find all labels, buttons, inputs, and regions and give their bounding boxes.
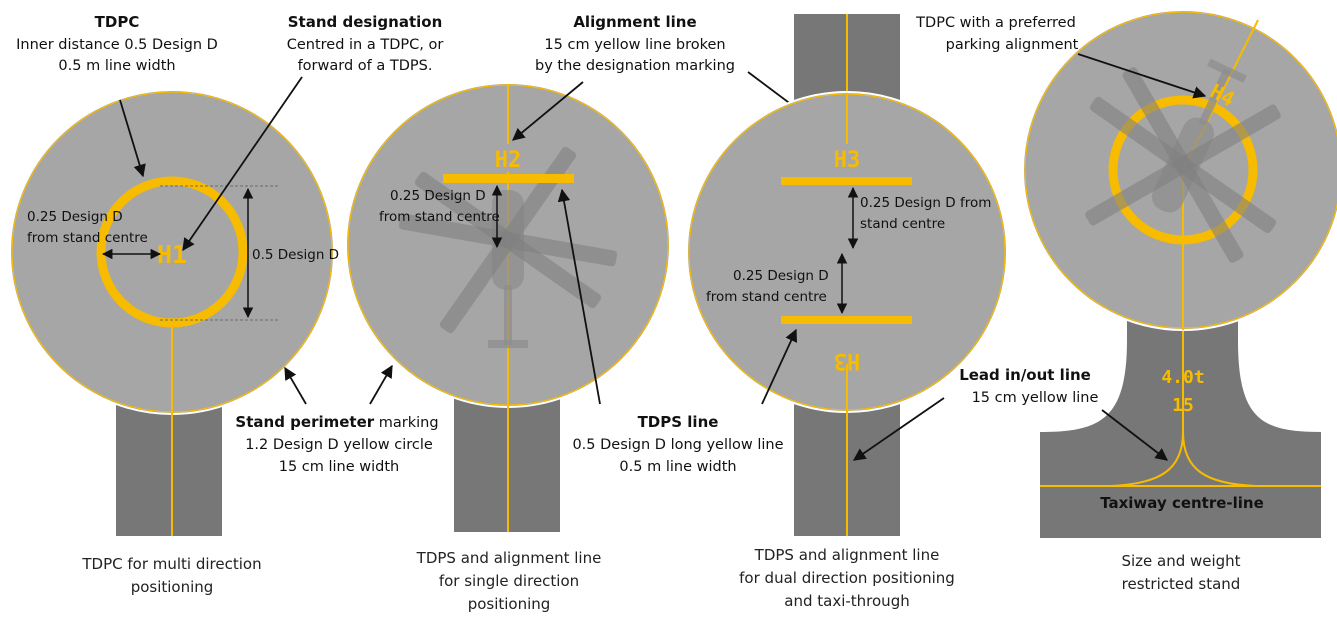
stand-designation-h3: H3 [834,148,861,173]
panel-tdpc-multi-direction: H1 0.25 Design D from stand centre 0.5 D… [9,89,339,536]
caption-3-line1: TDPS and alignment line [754,546,940,564]
panel-size-weight-restricted: H4 4.0t 15 Taxiway centre-line [1022,9,1337,538]
stand-perimeter-line1: 1.2 Design D yellow circle [245,437,433,453]
perimeter-pointer-arrow-right [369,364,393,405]
dim-label-1c: 0.5 Design D [252,247,339,263]
lead-pointer-arrow-right [1101,409,1168,461]
tdps-line-3-top [781,177,912,185]
dim-label-2b: from stand centre [379,209,500,225]
caption-3-line3: and taxi-through [784,592,909,610]
dim-label-1a: 0.25 Design D [27,209,123,225]
caption-1-line1: TDPC for multi direction [81,555,261,573]
alignment-pointer-arrow-left [512,81,584,141]
tdpc-preferred-line1: TDPC with a preferred [915,15,1076,31]
dim-label-2a: 0.25 Design D [390,188,486,204]
lead-curve-right-4 [1182,431,1257,487]
tdps-line-2 [443,174,574,183]
lead-curve-left-4 [1109,431,1184,487]
tdpc-circle-4 [1108,95,1258,245]
tdpc-pointer-arrow [119,99,146,178]
caption-2-line3: positioning [468,595,551,613]
dim-label-3c: 0.25 Design D [733,268,829,284]
stand-designation-pointer-arrow [182,76,303,252]
tdps-pointer-arrow-right [761,328,797,405]
panel-tdps-single-direction: H2 0.25 Design D from stand centre [345,82,671,532]
tdpc-title: TDPC [95,13,140,31]
stand-perimeter-line2: 15 cm line width [279,459,400,475]
caption-4-line1: Size and weight [1121,552,1240,570]
lead-title: Lead in/out line [959,366,1091,384]
dim-label-3a: 0.25 Design D from [860,195,991,211]
tdpc-preferred-line2: parking alignment [946,37,1079,53]
stand-perimeter-label: Stand perimeter marking [235,413,438,431]
stand-designation-h1: H1 [157,240,187,269]
tdps-pointer-arrow-left [557,188,601,405]
tdpc-line2: 0.5 m line width [58,58,175,74]
tdps-line1: 0.5 Design D long yellow line [572,437,783,453]
alignment-line1: 15 cm yellow line broken [544,37,725,53]
taxiway-apron-4 [1040,300,1321,538]
stand-designation-line1: Centred in a TDPC, or [287,37,444,53]
size-limit-marking: 15 [1172,395,1194,416]
caption-3-line2: for dual direction positioning [739,569,955,587]
stand-designation-h2: H2 [495,148,522,173]
tdpc-line1: Inner distance 0.5 Design D [16,37,218,53]
dim-label-1b: from stand centre [27,230,148,246]
tdps-title: TDPS line [638,413,719,431]
caption-4-line2: restricted stand [1122,575,1241,593]
panel-tdps-dual-direction: H3 H3 0.25 Design D from stand centre 0.… [686,14,1008,536]
lead-pointer-arrow-left [852,397,945,461]
caption-2-line1: TDPS and alignment line [416,549,602,567]
lead-line1: 15 cm yellow line [972,390,1099,406]
alignment-line2: by the designation marking [535,58,735,74]
tdpc-preferred-pointer-arrow [1077,53,1207,99]
alignment-title: Alignment line [573,13,696,31]
stand-designation-h3-inverted: H3 [834,348,861,373]
caption-2-line2: for single direction [439,572,579,590]
dim-label-3b: stand centre [860,216,945,232]
taxiway-centre-line-label: Taxiway centre-line [1100,494,1264,512]
caption-1-line2: positioning [131,578,214,596]
tdps-line-3-bottom [781,316,912,324]
stand-designation-line2: forward of a TDPS. [298,58,433,74]
tdps-line2: 0.5 m line width [619,459,736,475]
weight-limit-marking: 4.0t [1161,367,1204,388]
perimeter-pointer-arrow-left [284,366,307,405]
stand-designation-title: Stand designation [288,13,443,31]
dim-label-3d: from stand centre [706,289,827,305]
